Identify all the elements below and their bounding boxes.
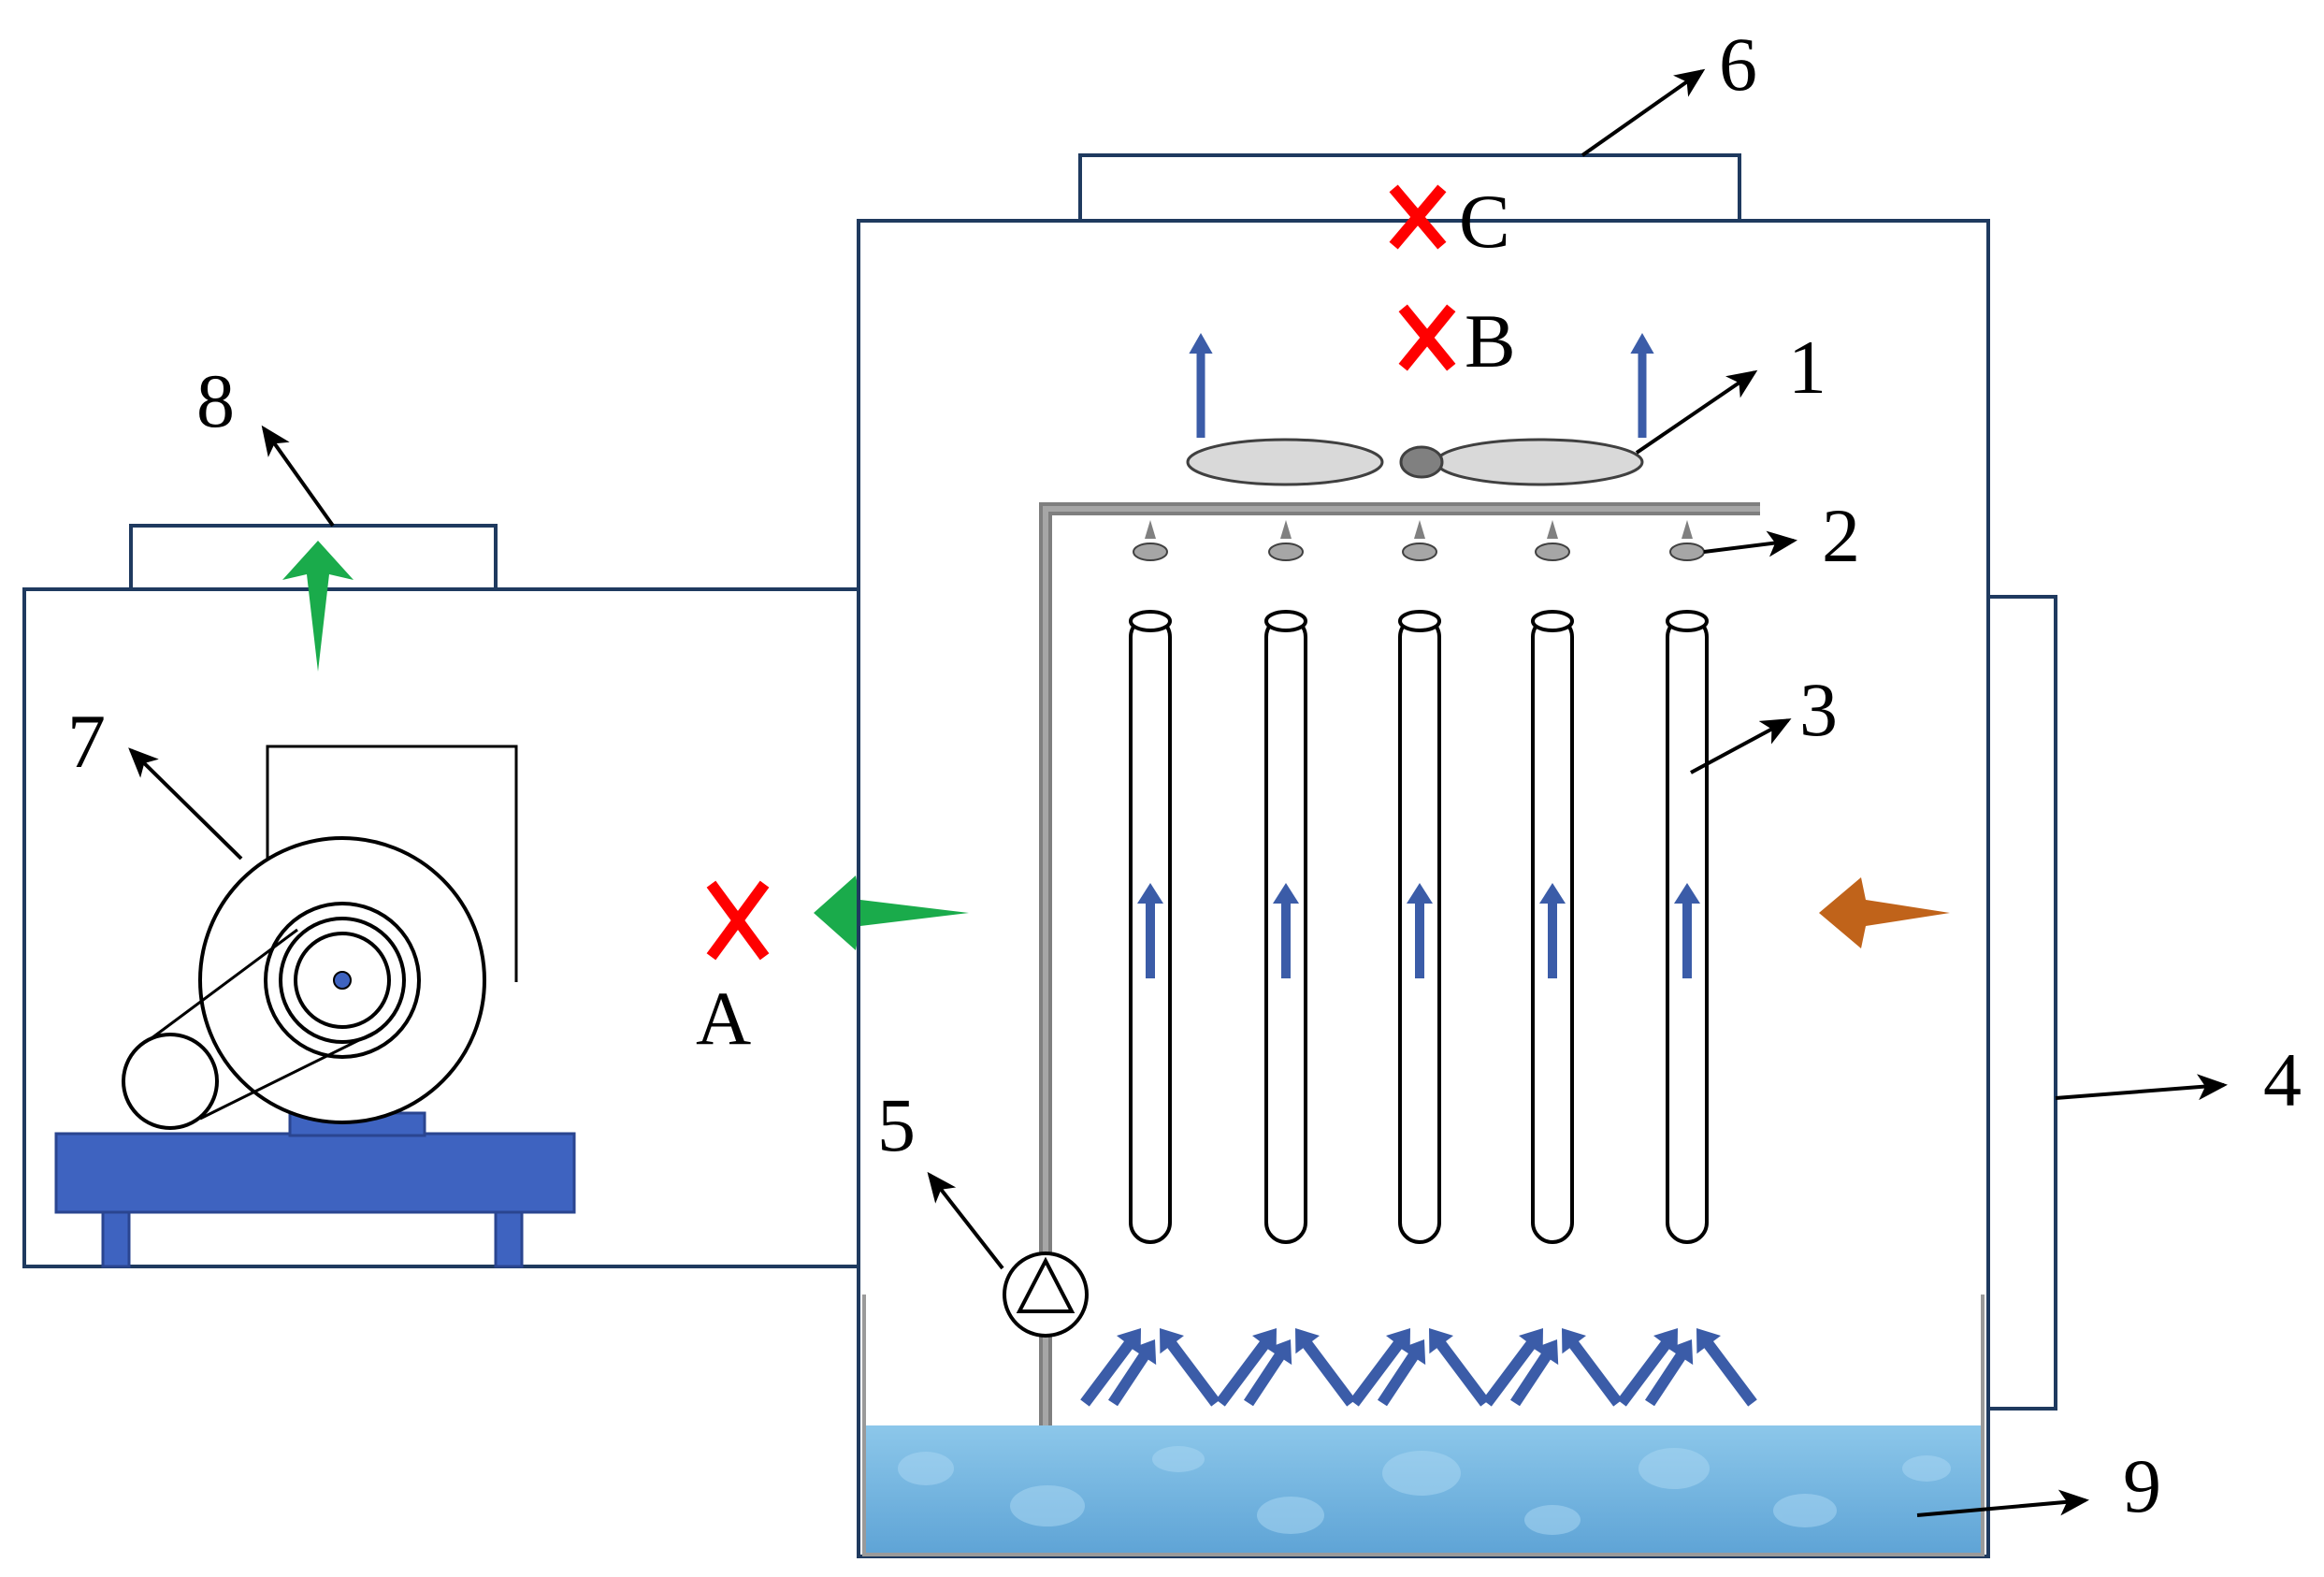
air-flow-arrows	[1080, 333, 1757, 1407]
fan-icon	[1186, 438, 1644, 486]
rising-air-arrow	[1562, 1327, 1623, 1407]
label-nozzle: 2	[1822, 493, 1860, 578]
label-point-b: B	[1465, 298, 1516, 383]
rising-air-arrow	[1482, 1327, 1543, 1407]
point-b-marker	[1398, 304, 1456, 371]
fan-exhaust-arrow	[1630, 333, 1654, 438]
point-c-marker	[1389, 184, 1447, 250]
rising-air-arrow	[1295, 1327, 1356, 1407]
pump-icon	[1003, 1251, 1089, 1338]
leader-lines	[128, 68, 2228, 1517]
nozzle-icon	[1133, 520, 1168, 561]
label-pump: 5	[877, 1082, 916, 1167]
rising-air-arrow	[1243, 1339, 1292, 1407]
rising-air-arrow	[1509, 1339, 1559, 1407]
label-tube: 3	[1799, 667, 1838, 752]
blower-icon	[54, 745, 576, 1268]
side-panel	[1986, 595, 2057, 1411]
label-point-c: C	[1459, 179, 1510, 264]
nozzle-icon	[1669, 520, 1705, 561]
tube-flow-arrow	[1674, 883, 1700, 978]
water-pipe	[1039, 502, 1760, 1425]
rising-air-arrow	[1350, 1327, 1410, 1407]
tube-flow-arrow	[1273, 883, 1299, 978]
rising-air-arrow	[1107, 1339, 1157, 1407]
nozzle-icon	[1535, 520, 1570, 561]
label-fan: 1	[1788, 325, 1826, 410]
rising-air-arrow	[1617, 1327, 1678, 1407]
tube-flow-arrow	[1137, 883, 1163, 978]
inlet-air-arrow	[1819, 877, 1950, 948]
nozzle-icon	[1268, 520, 1304, 561]
rising-air-arrow	[1644, 1339, 1694, 1407]
rising-air-arrow	[1160, 1327, 1220, 1407]
water-basin	[862, 1295, 1985, 1556]
label-blower: 7	[67, 699, 106, 784]
rising-air-arrow	[1080, 1327, 1141, 1407]
fan-exhaust-arrow	[1189, 333, 1213, 438]
tube-flow-arrow	[1539, 883, 1566, 978]
rising-air-arrow	[1216, 1327, 1277, 1407]
point-a-marker	[706, 880, 770, 961]
nozzle-icon	[1402, 520, 1437, 561]
label-top-outlet: 6	[1719, 22, 1757, 107]
tube-flow-arrow	[1407, 883, 1433, 978]
label-point-a: A	[696, 976, 751, 1061]
label-side-panel: 4	[2263, 1037, 2302, 1122]
rising-air-arrow	[1429, 1327, 1490, 1407]
spray-nozzles	[1133, 520, 1705, 561]
rising-air-arrow	[1696, 1327, 1757, 1407]
rising-air-arrow	[1377, 1339, 1426, 1407]
label-blower-outlet: 8	[196, 358, 235, 443]
blower-up-arrow	[282, 541, 354, 672]
label-water-basin: 9	[2123, 1443, 2161, 1528]
outlet-air-arrow	[814, 875, 969, 950]
